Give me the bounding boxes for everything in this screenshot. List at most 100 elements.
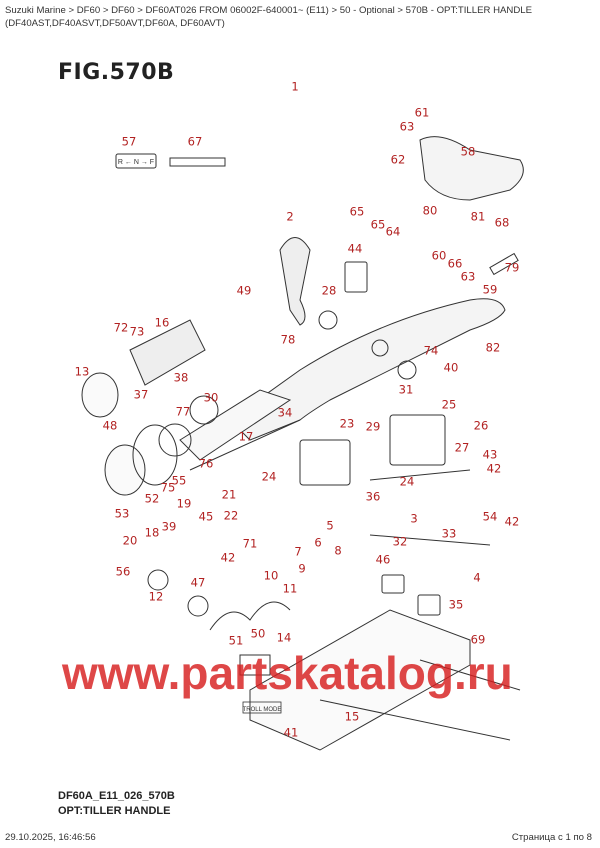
callout-81[interactable]: 81: [470, 209, 486, 224]
callout-10[interactable]: 10: [263, 568, 279, 583]
callout-65[interactable]: 65: [349, 204, 365, 219]
callout-2[interactable]: 2: [286, 209, 294, 224]
callout-26[interactable]: 26: [473, 418, 489, 433]
callout-5[interactable]: 5: [326, 518, 334, 533]
shift-label: R ← N → F: [118, 159, 154, 166]
callout-44[interactable]: 44: [347, 241, 363, 256]
callout-43[interactable]: 43: [482, 447, 498, 462]
figure-code: DF60A_E11_026_570B: [58, 790, 175, 802]
callout-62[interactable]: 62: [390, 152, 406, 167]
callout-16[interactable]: 16: [154, 315, 170, 330]
callout-71[interactable]: 71: [242, 536, 258, 551]
callout-82[interactable]: 82: [485, 340, 501, 355]
callout-20[interactable]: 20: [122, 533, 138, 548]
cables: [189, 419, 521, 741]
callout-13[interactable]: 13: [74, 364, 90, 379]
callout-17[interactable]: 17: [238, 429, 254, 444]
callout-40[interactable]: 40: [443, 360, 459, 375]
callout-14[interactable]: 14: [276, 630, 292, 645]
callout-24[interactable]: 24: [399, 474, 415, 489]
callout-12[interactable]: 12: [148, 589, 164, 604]
callout-41[interactable]: 41: [283, 725, 299, 740]
callout-54[interactable]: 54: [482, 509, 498, 524]
callout-9[interactable]: 9: [298, 561, 306, 576]
callout-51[interactable]: 51: [228, 633, 244, 648]
callout-46[interactable]: 46: [375, 552, 391, 567]
callout-65[interactable]: 65: [370, 217, 386, 232]
callout-38[interactable]: 38: [173, 370, 189, 385]
callout-76[interactable]: 76: [198, 456, 214, 471]
callout-75[interactable]: 75: [160, 480, 176, 495]
callout-60[interactable]: 60: [431, 248, 447, 263]
callout-63[interactable]: 63: [399, 119, 415, 134]
callout-33[interactable]: 33: [441, 526, 457, 541]
callout-45[interactable]: 45: [198, 509, 214, 524]
cover-plate: [249, 574, 471, 751]
tiller-arm: [179, 298, 506, 461]
callout-72[interactable]: 72: [113, 320, 129, 335]
callout-1[interactable]: 1: [291, 79, 299, 94]
callout-7[interactable]: 7: [294, 544, 302, 559]
callout-22[interactable]: 22: [223, 508, 239, 523]
callout-66[interactable]: 66: [447, 256, 463, 271]
callout-68[interactable]: 68: [494, 215, 510, 230]
callout-18[interactable]: 18: [144, 525, 160, 540]
callout-24[interactable]: 24: [261, 469, 277, 484]
callout-52[interactable]: 52: [144, 491, 160, 506]
callout-42[interactable]: 42: [504, 514, 520, 529]
callout-28[interactable]: 28: [321, 283, 337, 298]
callout-61[interactable]: 61: [414, 105, 430, 120]
callout-8[interactable]: 8: [334, 543, 342, 558]
page-number: Страница с 1 по 8: [511, 832, 592, 843]
troll-mode-label: TROLL MODE: [243, 707, 282, 713]
watermark: www.partskatalog.ru: [62, 647, 513, 699]
callout-6[interactable]: 6: [314, 535, 322, 550]
callout-47[interactable]: 47: [190, 575, 206, 590]
callout-29[interactable]: 29: [365, 419, 381, 434]
callout-53[interactable]: 53: [114, 506, 130, 521]
callout-55[interactable]: 55: [171, 473, 187, 488]
callout-35[interactable]: 35: [448, 597, 464, 612]
callout-3[interactable]: 3: [410, 511, 418, 526]
callout-64[interactable]: 64: [385, 224, 401, 239]
callout-23[interactable]: 23: [339, 416, 355, 431]
callout-59[interactable]: 59: [482, 282, 498, 297]
callout-31[interactable]: 31: [398, 382, 414, 397]
callout-67[interactable]: 67: [187, 134, 203, 149]
callout-77[interactable]: 77: [175, 404, 191, 419]
figure-name: OPT:TILLER HANDLE: [58, 805, 171, 817]
callout-27[interactable]: 27: [454, 440, 470, 455]
callout-42[interactable]: 42: [486, 461, 502, 476]
callout-69[interactable]: 69: [470, 632, 486, 647]
callout-50[interactable]: 50: [250, 626, 266, 641]
callout-15[interactable]: 15: [344, 709, 360, 724]
callout-63[interactable]: 63: [460, 269, 476, 284]
callout-19[interactable]: 19: [176, 496, 192, 511]
callout-78[interactable]: 78: [280, 332, 296, 347]
callout-11[interactable]: 11: [282, 581, 298, 596]
callout-36[interactable]: 36: [365, 489, 381, 504]
callout-42[interactable]: 42: [220, 550, 236, 565]
callout-37[interactable]: 37: [133, 387, 149, 402]
callout-30[interactable]: 30: [203, 390, 219, 405]
callout-79[interactable]: 79: [504, 260, 520, 275]
callout-48[interactable]: 48: [102, 418, 118, 433]
callout-25[interactable]: 25: [441, 397, 457, 412]
grip: [81, 319, 206, 496]
callout-21[interactable]: 21: [221, 487, 237, 502]
callout-32[interactable]: 32: [392, 534, 408, 549]
callout-39[interactable]: 39: [161, 519, 177, 534]
callout-58[interactable]: 58: [460, 144, 476, 159]
small-parts: [147, 252, 519, 676]
bracket: [419, 136, 524, 201]
callout-57[interactable]: 57: [121, 134, 137, 149]
callout-49[interactable]: 49: [236, 283, 252, 298]
callout-74[interactable]: 74: [423, 343, 439, 358]
callout-4[interactable]: 4: [473, 570, 481, 585]
throttle-lever: [279, 237, 311, 326]
callout-56[interactable]: 56: [115, 564, 131, 579]
callout-73[interactable]: 73: [129, 324, 145, 339]
callout-80[interactable]: 80: [422, 203, 438, 218]
callout-34[interactable]: 34: [277, 405, 293, 420]
